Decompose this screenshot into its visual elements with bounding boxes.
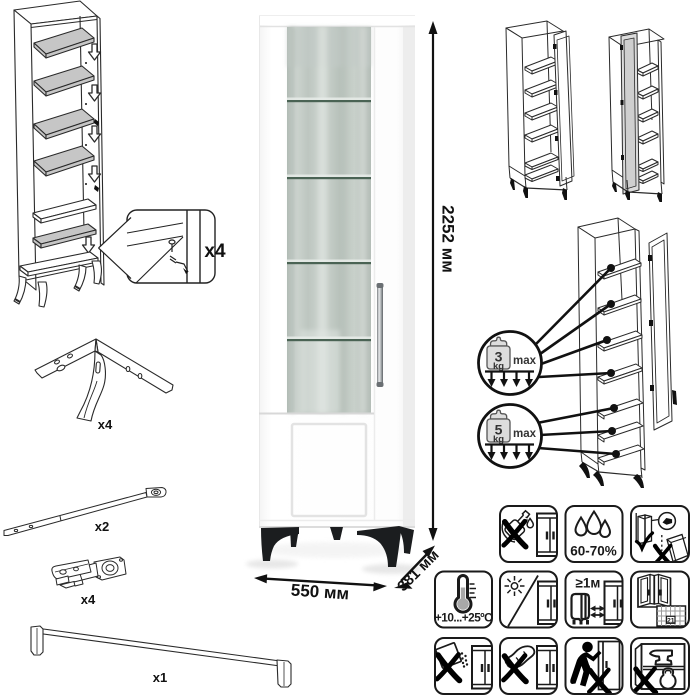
svg-text:kg: kg bbox=[493, 434, 504, 445]
svg-text:kg: kg bbox=[493, 361, 504, 372]
svg-text:x4: x4 bbox=[81, 592, 96, 607]
svg-text:x2: x2 bbox=[95, 519, 109, 534]
svg-text:max: max bbox=[513, 355, 537, 367]
svg-text:21: 21 bbox=[667, 617, 675, 624]
svg-text:+10...+25ºC: +10...+25ºC bbox=[435, 611, 493, 625]
svg-text:max: max bbox=[513, 428, 537, 440]
svg-text:5: 5 bbox=[495, 422, 503, 438]
svg-text:3: 3 bbox=[495, 349, 503, 365]
svg-text:60-70%: 60-70% bbox=[570, 544, 617, 559]
svg-text:≥1м: ≥1м bbox=[576, 576, 601, 591]
svg-text:2252 мм: 2252 мм bbox=[439, 205, 458, 273]
svg-text:x4: x4 bbox=[204, 241, 226, 262]
svg-text:x4: x4 bbox=[98, 417, 113, 432]
svg-text:x1: x1 bbox=[153, 670, 167, 685]
svg-text:550 мм: 550 мм bbox=[290, 580, 349, 603]
